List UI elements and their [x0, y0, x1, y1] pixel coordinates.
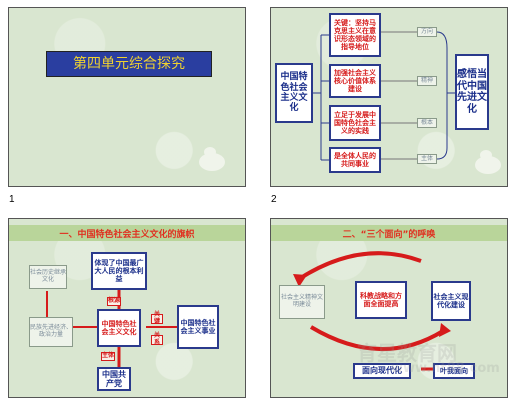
slide2-connectors [313, 31, 455, 161]
slide4-bottom-right: 叶我面向 [433, 363, 475, 379]
slide3-right-box: 中国特色社会主义事业 [177, 305, 219, 349]
slide3-center: 中国特色社会主义文化 [97, 309, 141, 347]
slide4-title: 二、“三个面向”的呼唤 [271, 225, 507, 241]
slide4-bottom-left: 面向现代化 [353, 363, 411, 379]
slide2-left-box: 中国特色社会主义文化 [275, 63, 313, 123]
slide-thumbnail-3[interactable]: 一、中国特色社会主义文化的旗帜 社会历史继承文化 民族先进经济、政治力量 体现了… [8, 218, 246, 398]
slide2-item-1: 关键：坚持马克思主义在意识形态领域的指导地位 [329, 13, 381, 57]
mascot-decoration-icon [199, 147, 225, 171]
slide-number-1: 1 [9, 194, 15, 205]
watermark-line1: 育星教育网 [357, 341, 457, 365]
slide2-tag-1: 方向 [417, 27, 437, 37]
mascot-decoration-icon [475, 150, 501, 174]
slide3-title: 一、中国特色社会主义文化的旗帜 [9, 225, 245, 241]
slide4-left: 社会主义精神文明建设 [279, 285, 325, 319]
watermark-line2: www.ht88.com [391, 361, 500, 376]
slide3-label-bottom: 主体 [101, 352, 115, 361]
slide2-item-3: 立足于发展中国特色社会主义的实践 [329, 105, 381, 141]
slide2-tag-2: 精神 [417, 76, 437, 86]
slide-number-2: 2 [271, 194, 277, 205]
slide3-bottom: 中国共产党 [97, 367, 131, 391]
slide3-mid-left: 民族先进经济、政治力量 [29, 317, 73, 347]
slide4-cycle-arrows [293, 251, 451, 371]
slide2-right-box: 感悟当代中国先进文化 [455, 54, 489, 130]
slide2-item-2: 加强社会主义核心价值体系建设 [329, 64, 381, 98]
slide4-right: 社会主义现代化建设 [431, 281, 471, 321]
slide3-label-mid: 关键 [151, 311, 163, 325]
slide3-center-top: 体现了中国最广大人民的根本利益 [91, 252, 147, 290]
slide4-center: 科教战略和方面全面提高 [355, 281, 407, 319]
slide2-tag-3: 根本 [417, 118, 437, 128]
slide3-label-top: 根源 [107, 297, 121, 306]
slide3-top-left: 社会历史继承文化 [29, 265, 67, 289]
slide-thumbnail-2[interactable]: 中国特色社会主义文化 关键：坚持马克思主义在意识形态领域的指导地位 方向 加强社… [270, 7, 508, 187]
slide-thumbnail-4[interactable]: 二、“三个面向”的呼唤 社会主义精神文明建设 科教战略和方面全面提高 社会主义现… [270, 218, 508, 398]
slide1-title: 第四单元综合探究 [46, 51, 212, 77]
slide2-item-4: 是全体人民的共同事业 [329, 147, 381, 173]
slide-thumbnail-1[interactable]: 第四单元综合探究 [8, 7, 246, 187]
slide3-right-small: 关系 [151, 332, 163, 346]
slide2-tag-4: 主体 [417, 154, 437, 164]
